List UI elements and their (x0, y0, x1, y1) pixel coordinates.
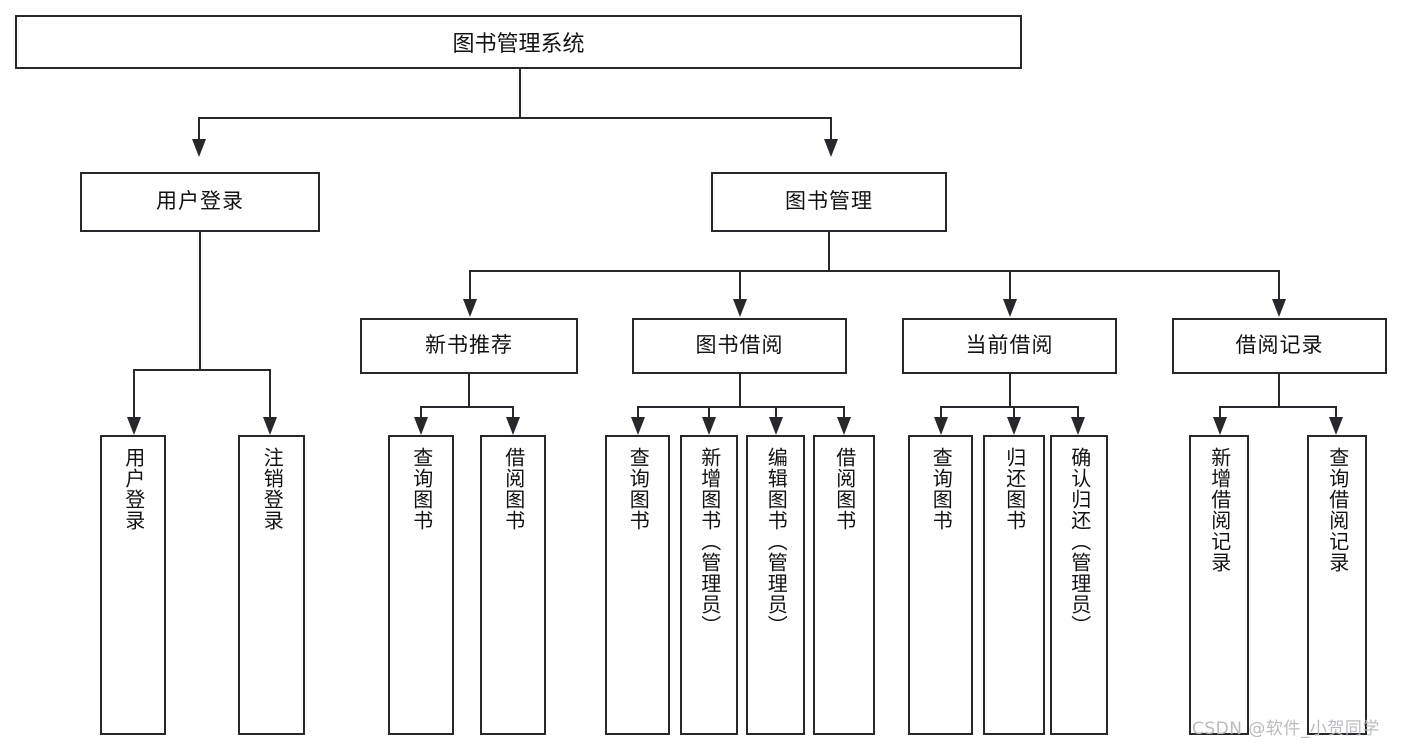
leaf-label: 借阅图书 (501, 447, 526, 531)
node-label: 图书管理系统 (452, 32, 585, 57)
leaf-query-borrow-record[interactable]: 查询借阅记录 (1307, 435, 1367, 735)
leaf-query-books-bb[interactable]: 查询图书 (605, 435, 670, 735)
edge-nbr-drop-2 (512, 406, 514, 417)
leaf-label: 查询图书 (409, 447, 434, 531)
arrow-to-borrow-record (1272, 299, 1286, 317)
edge-root-stem (519, 69, 521, 117)
leaf-borrow-books-bb[interactable]: 借阅图书 (813, 435, 875, 735)
arrow-to-book-borrow (733, 299, 747, 317)
edge-book-mgmt-stem (828, 232, 830, 270)
leaf-label: 注销登录 (260, 447, 285, 531)
arrow-to-leaf-user-login (127, 417, 141, 435)
leaf-label: 用户登录 (121, 447, 146, 531)
edge-nbr-drop-1 (420, 406, 422, 417)
leaf-borrow-books-nbr[interactable]: 借阅图书 (480, 435, 546, 735)
leaf-add-book-admin[interactable]: 新增图书（管理员） (680, 435, 738, 735)
leaf-logout-login[interactable]: 注销登录 (238, 435, 305, 735)
arrow-br-leaf-1 (1213, 417, 1227, 435)
node-label: 图书管理 (785, 189, 873, 214)
node-label: 图书借阅 (695, 333, 784, 358)
edge-level2-drop-left (198, 117, 200, 139)
edge-user-login-drop-2 (269, 369, 271, 417)
edge-level2-drop-right (830, 117, 832, 139)
csdn-watermark: CSDN @软件_小贺同学 (1192, 719, 1380, 739)
node-label: 新书推荐 (425, 333, 513, 358)
edge-level3-drop-2 (739, 270, 741, 299)
edge-level2-bus (198, 117, 832, 119)
node-current-borrow[interactable]: 当前借阅 (902, 318, 1117, 374)
node-book-borrow[interactable]: 图书借阅 (632, 318, 847, 374)
arrow-bb-leaf-1 (631, 417, 645, 435)
edge-nbr-bus (420, 406, 514, 408)
edge-cb-stem (1009, 374, 1011, 406)
edge-level3-drop-4 (1278, 270, 1280, 299)
arrow-to-user-login (192, 139, 206, 157)
edge-cb-drop-1 (940, 406, 942, 417)
edge-br-stem (1278, 374, 1280, 406)
leaf-label: 查询图书 (929, 447, 954, 531)
edge-level3-drop-3 (1009, 270, 1011, 299)
edge-bb-drop-1 (637, 406, 639, 417)
arrow-cb-leaf-3 (1071, 417, 1085, 435)
edge-br-drop-2 (1335, 406, 1337, 417)
node-label: 用户登录 (156, 189, 244, 214)
arrow-bb-leaf-2 (702, 417, 716, 435)
leaf-add-borrow-record[interactable]: 新增借阅记录 (1189, 435, 1249, 735)
leaf-confirm-return-admin[interactable]: 确认归还（管理员） (1050, 435, 1108, 735)
edge-br-bus (1219, 406, 1337, 408)
leaf-label: 借阅图书 (832, 447, 857, 531)
leaf-label: 查询图书 (626, 447, 651, 531)
arrow-to-book-mgmt (824, 139, 838, 157)
node-book-management[interactable]: 图书管理 (711, 172, 947, 232)
node-borrow-record[interactable]: 借阅记录 (1172, 318, 1387, 374)
arrow-nbr-leaf-2 (506, 417, 520, 435)
arrow-to-current-borrow (1003, 299, 1017, 317)
edge-level3-bus (469, 270, 1280, 272)
edge-bb-stem (739, 374, 741, 406)
edge-bb-bus (637, 406, 845, 408)
edge-cb-drop-3 (1077, 406, 1079, 417)
edge-bb-drop-3 (775, 406, 777, 417)
arrow-cb-leaf-1 (934, 417, 948, 435)
node-user-login[interactable]: 用户登录 (80, 172, 320, 232)
arrow-to-new-book-rec (463, 299, 477, 317)
leaf-label: 编辑图书（管理员） (764, 447, 789, 636)
edge-user-login-stem (199, 232, 201, 371)
edge-nbr-stem (468, 374, 470, 406)
leaf-edit-book-admin[interactable]: 编辑图书（管理员） (746, 435, 805, 735)
leaf-label: 新增图书（管理员） (697, 447, 722, 636)
arrow-nbr-leaf-1 (414, 417, 428, 435)
leaf-label: 确认归还（管理员） (1067, 447, 1092, 636)
edge-cb-drop-2 (1013, 406, 1015, 417)
node-label: 借阅记录 (1235, 333, 1324, 358)
arrow-br-leaf-2 (1329, 417, 1343, 435)
edge-level3-drop-1 (469, 270, 471, 299)
arrow-cb-leaf-2 (1007, 417, 1021, 435)
leaf-user-login[interactable]: 用户登录 (100, 435, 166, 735)
edge-user-login-drop-1 (133, 369, 135, 417)
leaf-label: 新增借阅记录 (1207, 447, 1232, 573)
edge-br-drop-1 (1219, 406, 1221, 417)
leaf-label: 查询借阅记录 (1325, 447, 1350, 573)
arrow-bb-leaf-4 (837, 417, 851, 435)
arrow-to-leaf-logout (263, 417, 277, 435)
edge-bb-drop-4 (843, 406, 845, 417)
edge-bb-drop-2 (708, 406, 710, 417)
node-label: 当前借阅 (965, 333, 1054, 358)
node-new-book-recommend[interactable]: 新书推荐 (360, 318, 578, 374)
leaf-query-books-cb[interactable]: 查询图书 (908, 435, 973, 735)
edge-user-login-bus (133, 369, 271, 371)
node-root-system[interactable]: 图书管理系统 (15, 15, 1022, 69)
arrow-bb-leaf-3 (769, 417, 783, 435)
leaf-return-books[interactable]: 归还图书 (983, 435, 1045, 735)
leaf-query-books-nbr[interactable]: 查询图书 (388, 435, 454, 735)
leaf-label: 归还图书 (1002, 447, 1027, 531)
edge-cb-bus (940, 406, 1079, 408)
